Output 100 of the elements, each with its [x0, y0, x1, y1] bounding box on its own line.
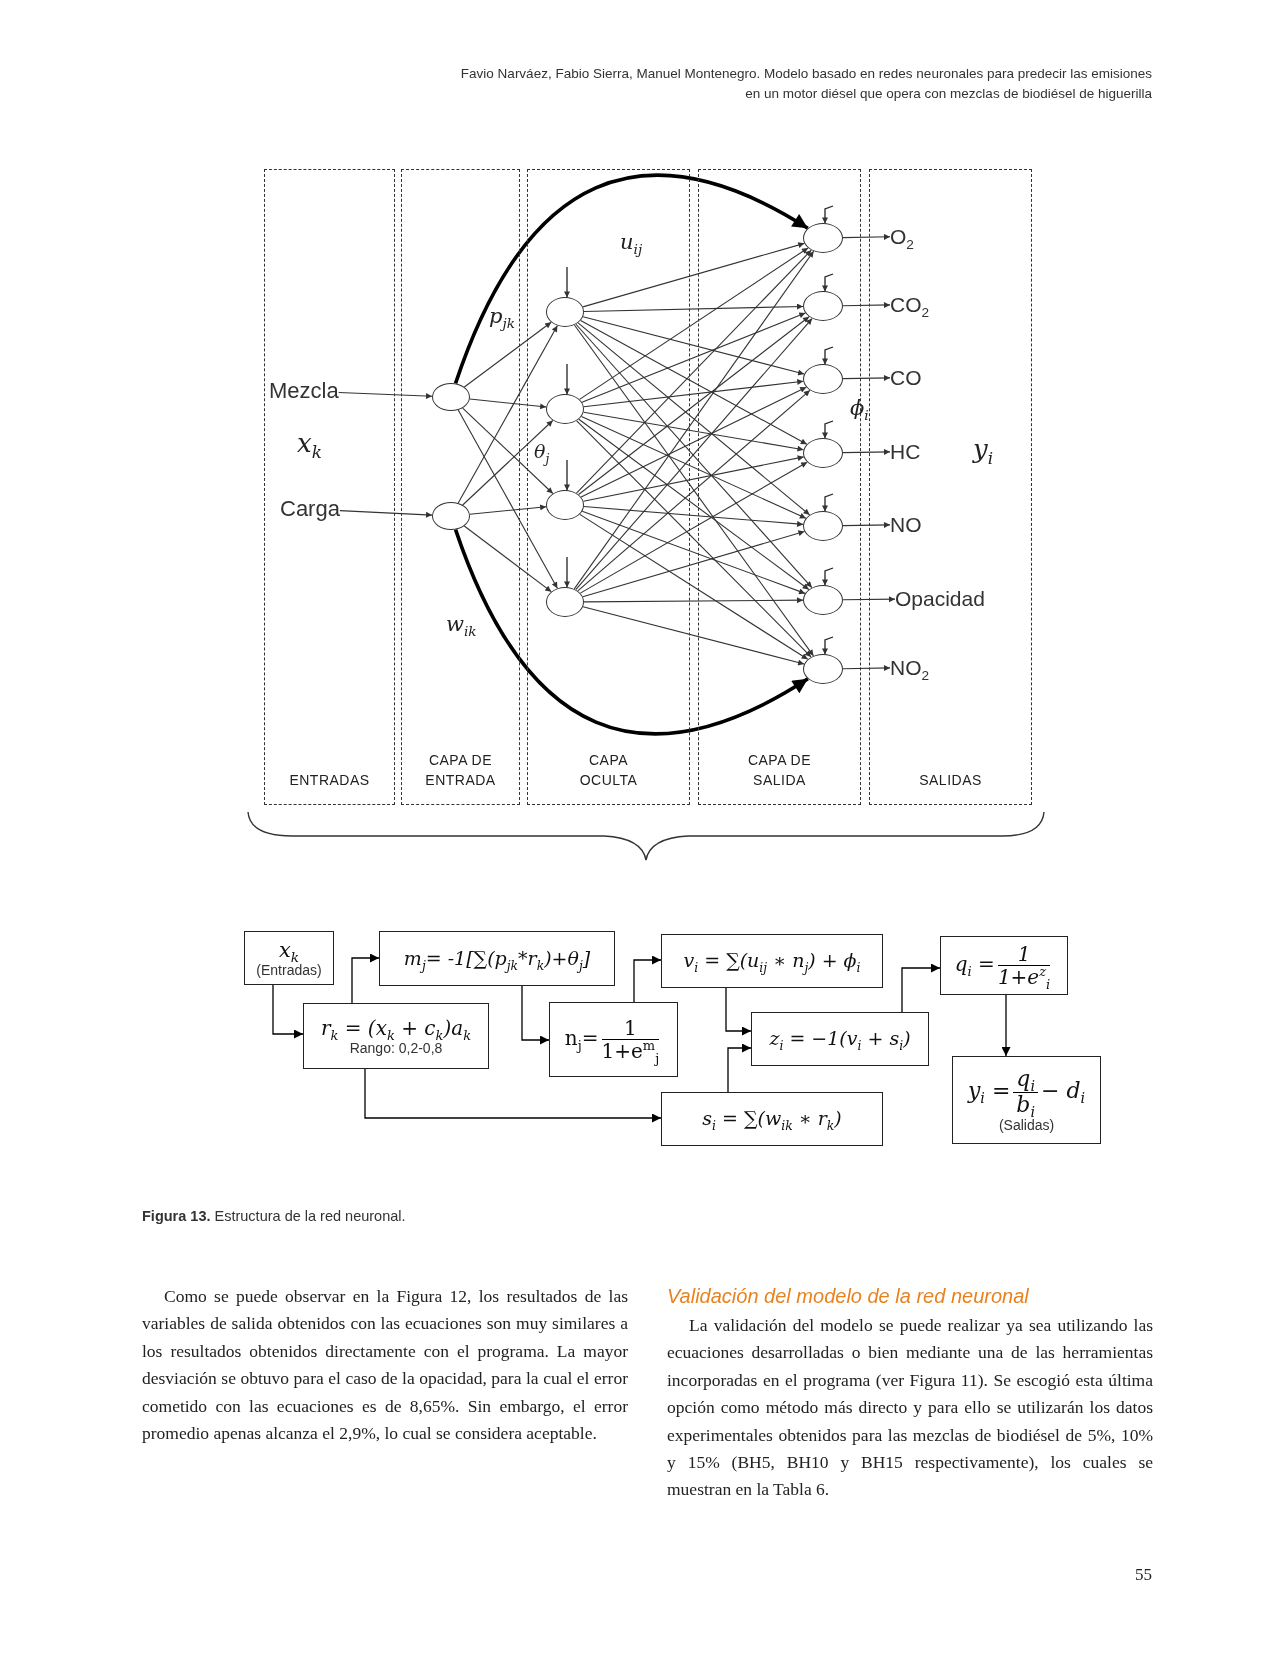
formula: z$_{i}$ = −1(v$_{i}$ + s$_{i}$)	[769, 1028, 911, 1050]
connector-arrow	[633, 955, 662, 1003]
output-label: O$_{2}$	[890, 224, 914, 250]
bias-arrow	[822, 205, 834, 225]
formula-box	[940, 936, 1068, 995]
connector-arrow	[727, 1043, 752, 1093]
input-label: Carga	[280, 496, 340, 523]
formula-box	[952, 1056, 1101, 1144]
arrow	[583, 303, 804, 313]
running-header: Favio Narváez, Fabio Sierra, Manuel Montenegro. Modelo basado en redes neuronales para predecir las emisiones en un motor diésel que opera con mezclas de biodiésel de higuerilla	[459, 65, 1152, 104]
bias-arrow	[822, 346, 834, 366]
arrow	[462, 419, 554, 506]
body-paragraph: Como se puede observar en la Figura 12, los resultados de las variables de salida obtenidos con las ecuaciones son muy similares a los resultados obtenidos directamente con el programa. La mayor desviación se obtuvo para el caso de la opacidad, para la cual el error cometido con las ecuaciones es de 8,65%. Sin embargo, el error promedio apenas alcanza el 2,9%, lo cual se considera aceptable.	[142, 1285, 628, 1445]
formula-box	[549, 1002, 678, 1077]
connector-arrow	[901, 963, 941, 1013]
arrow	[580, 320, 808, 445]
neuron-circle	[803, 291, 843, 321]
box-caption: (Entradas)	[256, 962, 322, 979]
math-symbol: x$_{k}$	[297, 428, 322, 460]
arrow	[581, 312, 806, 403]
box-caption: Rango: 0,2-0,8	[349, 1039, 443, 1056]
bias-arrow	[564, 363, 570, 396]
weight-label: p$_{jk}$	[489, 304, 515, 330]
bias-arrow	[564, 459, 570, 492]
arrow	[583, 597, 804, 604]
bias-arrow	[822, 420, 834, 440]
neuron-circle	[432, 383, 470, 411]
arrow	[457, 325, 558, 504]
arrow	[577, 389, 811, 592]
dashed-column	[401, 169, 520, 805]
arrow	[582, 242, 805, 308]
arrow	[842, 665, 891, 671]
output-label: CO$_{2}$	[890, 292, 930, 318]
formula-box	[751, 1012, 929, 1066]
bias-arrow	[822, 273, 834, 293]
neuron-circle	[546, 490, 584, 520]
dashed-column	[527, 169, 690, 805]
column-label: CAPA DE ENTRADA	[424, 751, 497, 790]
curved-arrow	[453, 173, 809, 385]
dashed-column	[264, 169, 395, 805]
output-label: NO	[890, 512, 922, 538]
neuron-circle	[546, 394, 584, 424]
weight-label: w$_{ik}$	[446, 612, 477, 638]
output-label: Opacidad	[895, 586, 985, 612]
weight-label: u$_{ij}$	[620, 230, 643, 256]
arrow	[582, 455, 805, 502]
arrow	[582, 606, 805, 666]
neuron-circle	[803, 654, 843, 684]
arrow	[338, 392, 433, 399]
column-label: SALIDAS	[918, 771, 983, 790]
connector-arrow	[521, 985, 550, 1045]
formula: x$_{k}$	[278, 937, 300, 963]
formula: r$_{k}$ = (x$_{k}$ + c$_{k}$)a$_{k}$	[320, 1016, 472, 1040]
formula-box	[661, 934, 883, 988]
connector-arrow	[1001, 994, 1011, 1057]
neuron-circle	[803, 511, 843, 541]
arrow	[842, 521, 891, 528]
arrow	[580, 386, 807, 498]
body-paragraph: La validación del modelo se puede realizar ya sea utilizando las ecuaciones desarrolladas o bien mediante una de las herramientas incorporadas en el programa (ver Figura 11). Se escogió esta última opción como método más directo y para ello se utilizarán los datos experimentales obtenidos para las mezclas de biodiésel de 5%, 10% y 15% (BH5, BH10 y BH15 respectivamente), los cuales se muestran en la Tabla 6.	[667, 1314, 1153, 1502]
arrow	[582, 316, 805, 376]
neuron-circle	[546, 587, 584, 617]
bias-arrow	[564, 556, 570, 589]
connector-arrow	[364, 1068, 662, 1123]
connector-arrow	[272, 984, 304, 1039]
arrow	[339, 510, 433, 518]
formula: s$_{i}$ = ∑(w$_{ik}$ ∗ r$_{k}$)	[702, 1108, 842, 1130]
bias-arrow	[564, 266, 570, 299]
arrow	[463, 321, 552, 388]
arrow	[581, 510, 806, 595]
neuron-circle	[546, 297, 584, 327]
dashed-column	[869, 169, 1032, 805]
math-symbol: y$_{i}$	[973, 434, 994, 466]
arrow	[579, 247, 809, 400]
curved-arrow	[453, 528, 809, 736]
arrow	[578, 418, 810, 590]
bias-arrow	[822, 493, 834, 513]
bias-label: ϕ$_{i}$	[850, 396, 869, 422]
arrow	[457, 409, 558, 589]
arrow	[573, 250, 815, 590]
arrow	[583, 379, 804, 408]
arrow	[842, 448, 891, 455]
arrow	[842, 233, 891, 240]
connector-arrow	[351, 953, 380, 1004]
arrow	[575, 249, 812, 494]
formula-box	[303, 1003, 489, 1069]
neuron-circle	[803, 438, 843, 468]
arrow	[579, 513, 809, 660]
formula-box	[661, 1092, 883, 1146]
arrow	[579, 461, 808, 594]
input-label: Mezcla	[269, 378, 339, 405]
neuron-circle	[803, 364, 843, 394]
arrow	[469, 398, 547, 410]
arrow	[573, 324, 814, 657]
column-label: CAPA DE SALIDA	[746, 751, 813, 790]
formula-box	[379, 931, 615, 986]
figure-caption: Figura 13. Estructura de la red neuronal.	[142, 1208, 406, 1226]
arrow	[842, 302, 891, 308]
neuron-circle	[432, 502, 470, 530]
page-number: 55	[1134, 1565, 1152, 1586]
arrow	[582, 530, 805, 598]
